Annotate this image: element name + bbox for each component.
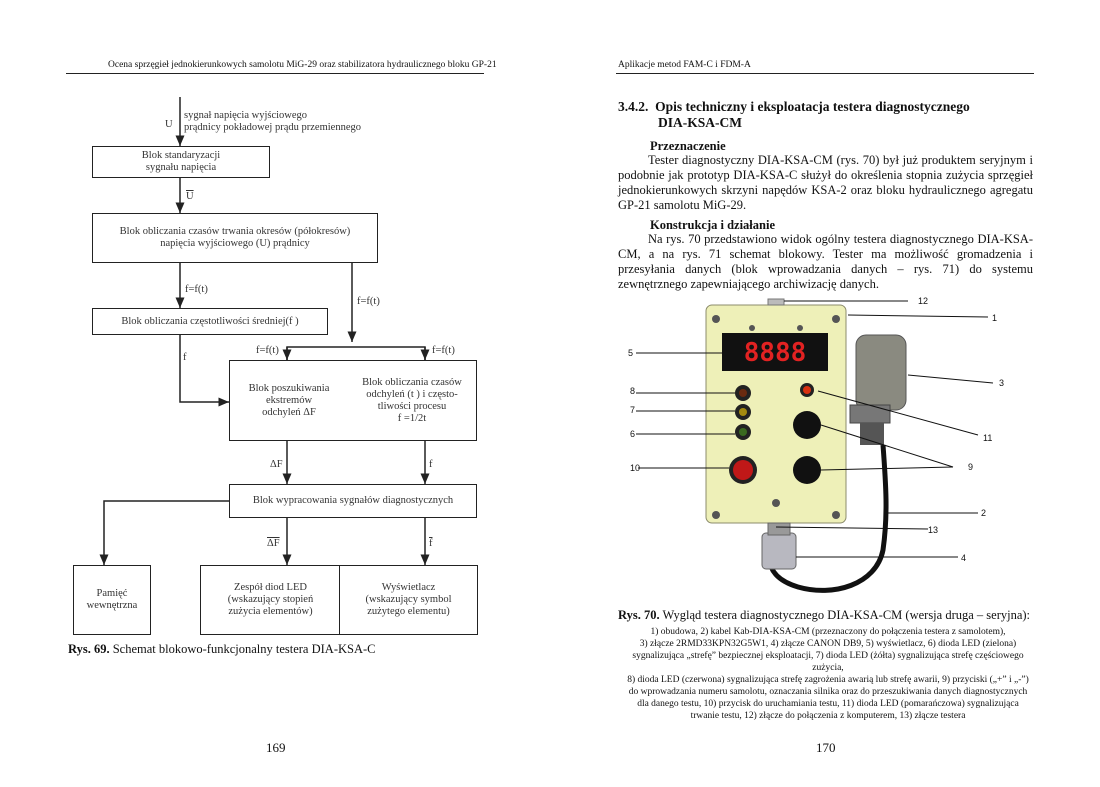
subheading-construction: Konstrukcja i działanie <box>650 218 776 232</box>
label-f: f <box>429 459 433 470</box>
block-diagnostic-signals-label: Blok wypracowania sygnałów diagnostyczny… <box>252 495 454 506</box>
left-running-header: Ocena sprzęgieł jednokierunkowych samolo… <box>108 60 497 70</box>
block-period-calc: Blok obliczania czasów trwania okresów (… <box>92 213 378 263</box>
block-period-calc-label: Blok obliczania czasów trwania okresów (… <box>119 226 351 249</box>
right-running-header: Aplikacje metod FAM-C i FDM-A <box>618 60 751 70</box>
callout-2: 2 <box>981 508 987 518</box>
cable-illustration <box>767 444 889 593</box>
section-heading: 3.4.2. Opis techniczny i eksploatacja te… <box>618 99 1038 131</box>
section-number: 3.4.2. <box>618 99 649 114</box>
figure-69-caption-number: Rys. 69. <box>68 642 110 656</box>
right-header-rule <box>616 73 1034 74</box>
subheading-purpose: Przeznaczenie <box>650 139 726 153</box>
screw-illustration <box>772 499 780 507</box>
block-times-label: Blok obliczania czasów odchyleń (t ) i c… <box>362 376 462 424</box>
legend-line: dla danego testu, 10) przycisk do urucha… <box>637 699 1019 709</box>
figure-70-caption: Rys. 70. Wygląd testera diagnostycznego … <box>618 608 1038 623</box>
left-page-number: 169 <box>266 740 286 755</box>
figure-69-caption: Rys. 69. Schemat blokowo-funkcjonalny te… <box>68 642 376 657</box>
aircraft-connector-illustration <box>855 334 907 411</box>
legend-line: sygnalizująca „strefę” bezpiecznej ekspl… <box>632 651 1024 673</box>
right-page-number: 170 <box>816 740 836 755</box>
block-mean-frequency-label: Blok obliczania częstotliwości średniej(… <box>121 315 299 327</box>
figure-70-legend: 1) obudowa, 2) kabel Kab-DIA-KSA-CM (prz… <box>618 626 1038 722</box>
callout-11: 11 <box>983 433 993 443</box>
figure-70-caption-text: Wygląd testera diagnostycznego DIA-KSA-C… <box>659 608 1031 622</box>
label-f-mean: f <box>183 352 187 363</box>
label-f-ft-right: f=f(t) <box>357 296 380 307</box>
input-symbol: U <box>165 119 173 130</box>
block-internal-memory-label: Pamięć wewnętrzna <box>86 588 138 611</box>
callout-6: 6 <box>630 429 636 439</box>
callout-8: 8 <box>630 386 636 396</box>
callout-7: 7 <box>630 405 636 415</box>
legend-line: 8) dioda LED (czerwona) sygnalizująca st… <box>627 675 1029 685</box>
tester-device-illustration: 8888 <box>636 298 994 593</box>
label-f-bar: f <box>429 538 433 549</box>
input-label-line1: sygnał napięcia wyjściowego <box>184 110 308 121</box>
screw-illustration <box>832 315 840 323</box>
screw-illustration <box>797 325 803 331</box>
block-led-set: Zespół diod LED (wskazujący stopień zuży… <box>200 565 341 635</box>
block-mean-frequency: Blok obliczania częstotliwości średniej(… <box>92 308 328 335</box>
label-f-ft-c: f=f(t) <box>256 345 279 356</box>
paragraph-purpose-text: Tester diagnostyczny DIA-KSA-CM (rys. 70… <box>618 153 1033 212</box>
screw-illustration <box>832 511 840 519</box>
label-delta-f-bar: ΔF <box>267 538 280 549</box>
display-illustration <box>722 333 828 371</box>
callout-5: 5 <box>628 348 634 358</box>
block-display-label: Wyświetlacz (wskazujący symbol zużytego … <box>365 582 452 617</box>
left-header-rule <box>66 73 484 74</box>
section-title-line2: DIA-KSA-CM <box>658 115 742 130</box>
display-digits: 8888 <box>744 338 807 368</box>
callout-1: 1 <box>992 313 998 323</box>
figure-69-caption-text: Schemat blokowo-funkcjonalny testera DIA… <box>109 642 376 656</box>
block-standardization: Blok standaryzacji sygnału napięcia <box>92 146 270 178</box>
label-delta-f: ΔF <box>270 459 283 470</box>
screw-illustration <box>749 325 755 331</box>
block-display: Wyświetlacz (wskazujący symbol zużytego … <box>339 565 478 635</box>
block-internal-memory: Pamięć wewnętrzna <box>73 565 151 635</box>
block-led-set-label: Zespół diod LED (wskazujący stopień zuży… <box>227 582 314 617</box>
block-extrema-and-times: Blok poszukiwania ekstremów odchyleń ΔF … <box>229 360 477 441</box>
screw-illustration <box>712 315 720 323</box>
button-minus-illustration <box>793 456 821 484</box>
callout-10: 10 <box>630 463 641 473</box>
callout-4: 4 <box>961 553 967 563</box>
label-f-ft-left: f=f(t) <box>185 284 208 295</box>
label-f-ft-d: f=f(t) <box>432 345 455 356</box>
block-standardization-label: Blok standaryzacji sygnału napięcia <box>141 150 221 173</box>
block-extrema-label: Blok poszukiwania ekstremów odchyleń ΔF <box>248 382 330 418</box>
paragraph-purpose: Tester diagnostyczny DIA-KSA-CM (rys. 70… <box>618 153 1033 213</box>
input-label-line2: prądnicy pokładowej prądu przemiennego <box>184 122 361 133</box>
paragraph-construction-text: Na rys. 70 przedstawiono widok ogólny te… <box>618 232 1033 291</box>
paragraph-construction: Na rys. 70 przedstawiono widok ogólny te… <box>618 232 1033 292</box>
legend-line: trwanie testu, 12) złącze do połączenia … <box>690 711 966 721</box>
pc-connector-illustration <box>767 298 785 306</box>
figure-70-caption-number: Rys. 70. <box>618 608 660 622</box>
legend-line: 1) obudowa, 2) kabel Kab-DIA-KSA-CM (prz… <box>650 627 1006 637</box>
db9-connector-illustration <box>761 532 797 570</box>
screw-illustration <box>712 511 720 519</box>
legend-line: 3) złącze 2RMD33KPN32G5W1, 4) złącze CAN… <box>639 639 1017 649</box>
section-title-line1: Opis techniczny i eksploatacja testera d… <box>655 99 970 114</box>
legend-line: do wprowadzania numeru samolotu, oznacza… <box>628 687 1028 697</box>
callout-13: 13 <box>928 525 939 535</box>
block-diagnostic-signals: Blok wypracowania sygnałów diagnostyczny… <box>229 484 477 518</box>
label-u-bar: U <box>186 191 194 202</box>
callout-3: 3 <box>999 378 1005 388</box>
button-plus-illustration <box>793 411 821 439</box>
callout-12: 12 <box>918 296 929 306</box>
callout-9: 9 <box>968 462 974 472</box>
